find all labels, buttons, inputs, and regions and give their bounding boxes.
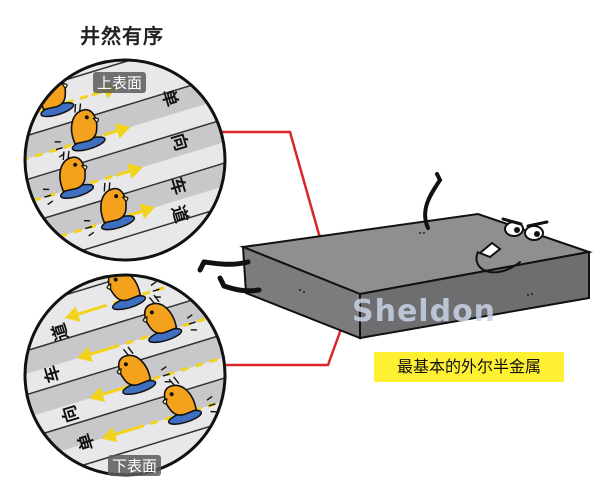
diagram-title: 井然有序: [80, 24, 164, 48]
lower-lane-char-3: 向: [58, 403, 83, 425]
caption-box: 最基本的外尔半金属: [374, 352, 564, 382]
lower-surface-magnifier: [23, 273, 227, 477]
lower-lane-char-2: 车: [40, 363, 65, 385]
lower-lane-char-4: 单: [74, 431, 99, 453]
upper-lane-char-4: 道: [167, 203, 192, 225]
semimetal-slab: [239, 212, 593, 340]
upper-lane-char-2: 向: [167, 131, 192, 153]
watermark: Sheldon: [352, 294, 497, 329]
upper-surface-label: 上表面: [93, 72, 147, 93]
upper-lane-char-1: 单: [157, 87, 182, 109]
lower-lane-char-1: 道: [48, 321, 73, 343]
lower-surface-label: 下表面: [108, 455, 162, 476]
slab-character: [197, 172, 521, 294]
upper-surface-magnifier: [23, 58, 227, 262]
slab-eyes: [501, 217, 549, 241]
upper-lane-char-3: 车: [165, 175, 190, 197]
